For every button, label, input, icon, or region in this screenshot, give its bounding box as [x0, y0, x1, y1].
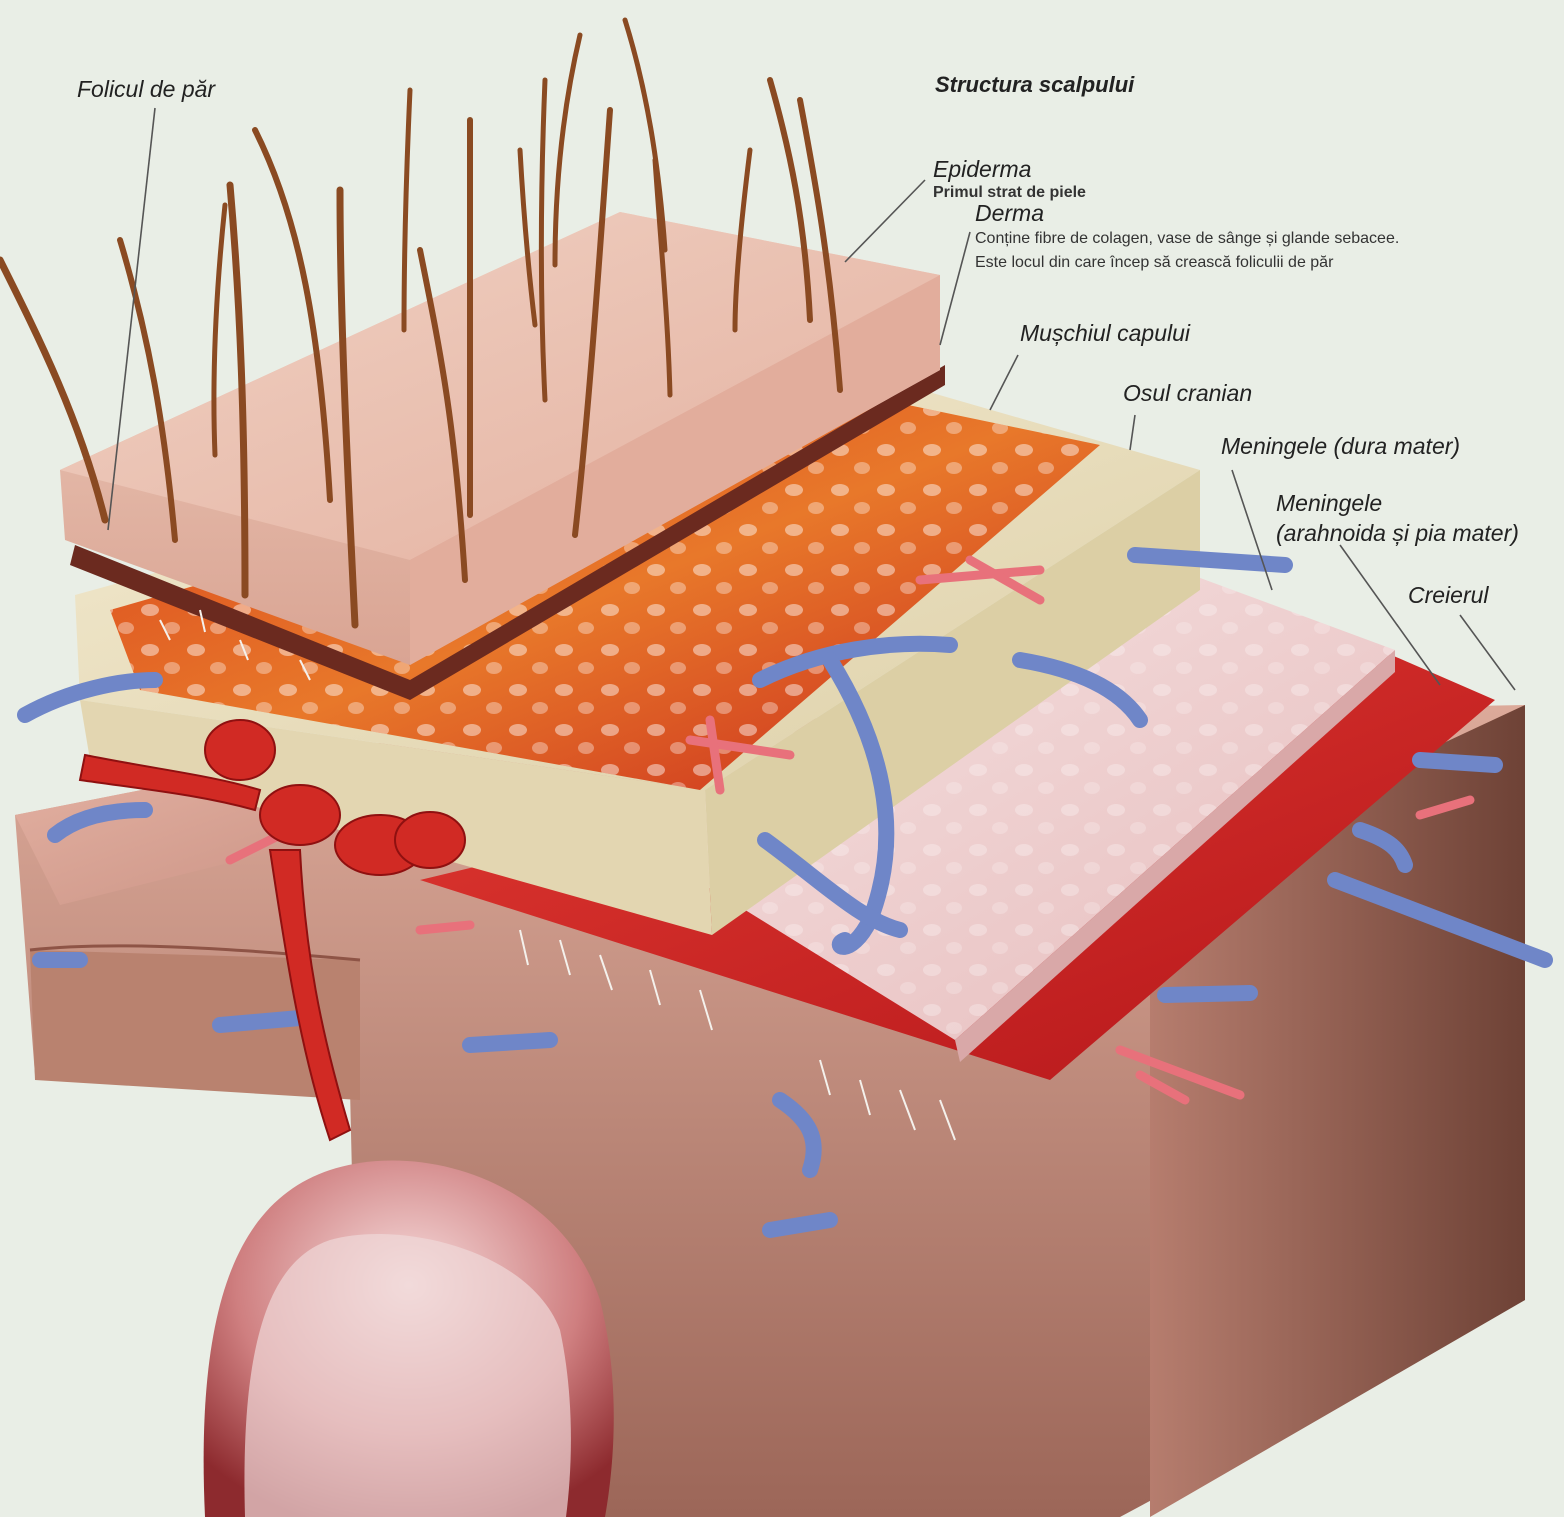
label-dura-mater: Meningele (dura mater) — [1221, 433, 1460, 459]
label-arachnoid-line-1: Meningele — [1276, 490, 1382, 516]
label-dermis-description-line-2: Este locul din care încep să crească fol… — [975, 254, 1333, 272]
label-hair-follicle: Folicul de păr — [77, 76, 215, 102]
label-arachnoid-line-2: (arahnoida și pia mater) — [1276, 520, 1519, 546]
label-dermis-description-line-1: Conține fibre de colagen, vase de sânge … — [975, 230, 1399, 248]
label-brain: Creierul — [1408, 582, 1489, 608]
diagram-title: Structura scalpului — [935, 72, 1134, 97]
label-cranial-bone: Osul cranian — [1123, 380, 1252, 406]
label-head-muscle: Mușchiul capului — [1020, 320, 1190, 346]
label-dermis: Derma — [975, 200, 1044, 226]
label-epidermis: Epiderma — [933, 156, 1031, 182]
